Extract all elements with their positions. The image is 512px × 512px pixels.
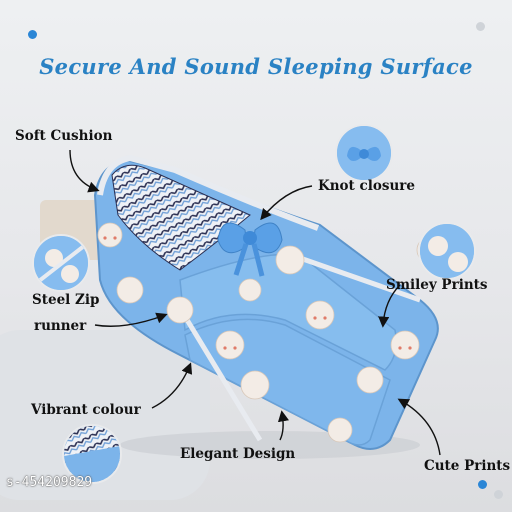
smiley-detail-thumbnail [418, 222, 476, 280]
zip-detail-thumbnail [32, 234, 90, 292]
label-runner: runner [34, 318, 87, 334]
lining-detail-thumbnail [62, 424, 122, 484]
corner-dot-top-left [28, 30, 37, 39]
corner-dot-top-right [476, 22, 485, 31]
label-cute-prints: Cute Prints [424, 458, 511, 474]
zip-line [172, 298, 263, 442]
label-soft-cushion: Soft Cushion [15, 128, 113, 144]
label-knot-closure: Knot closure [318, 178, 415, 194]
knot-detail-thumbnail [335, 124, 393, 182]
corner-dot-bottom-right-1 [478, 480, 487, 489]
product-sku: s-454209829 [6, 475, 93, 490]
label-smiley-prints: Smiley Prints [386, 277, 488, 293]
page-title: Secure And Sound Sleeping Surface [39, 54, 473, 79]
bow-knot [217, 222, 283, 277]
label-steel-zip: Steel Zip [32, 292, 100, 308]
carrier-lining [111, 164, 251, 271]
corner-dot-bottom-right-2 [494, 490, 503, 499]
label-elegant-design: Elegant Design [180, 446, 296, 462]
label-vibrant-colour: Vibrant colour [31, 402, 141, 418]
